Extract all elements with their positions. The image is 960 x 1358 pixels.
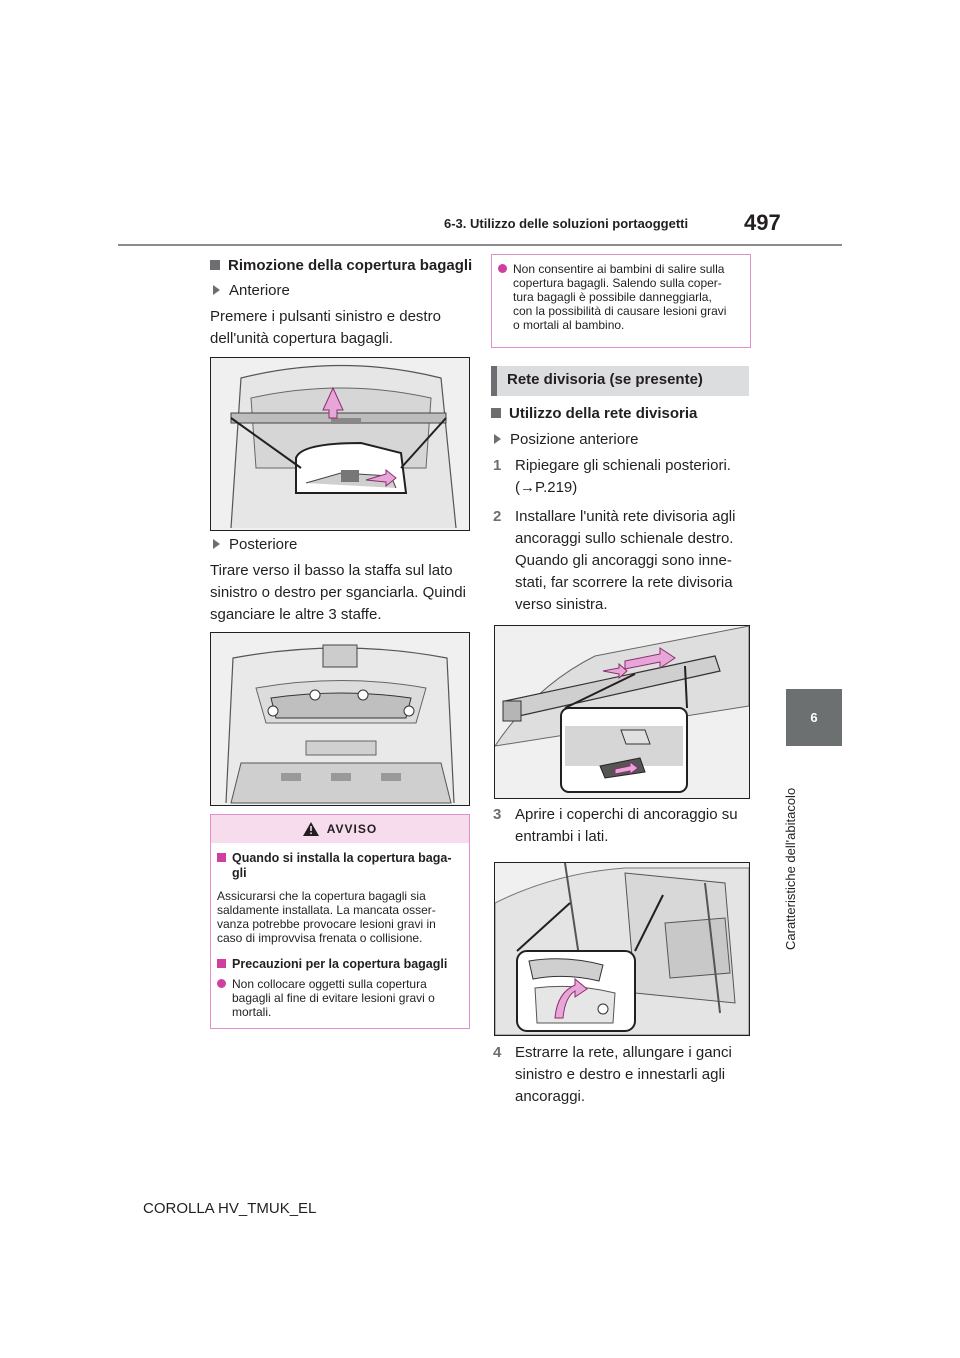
step2-line5: verso sinistra. [515,596,608,613]
step1-line2: (→P.219) [515,479,578,496]
chapter-tab: 6 [786,689,842,746]
footer-model: COROLLA HV_TMUK_EL [143,1200,317,1217]
para-front-1: Premere i pulsanti sinistro e destro [210,308,441,325]
step4-line2: sinistro e destro e innestarli agli [515,1066,726,1083]
step-number: 2 [493,508,502,525]
step-number: 3 [493,806,502,823]
cont-line3: tura bagagli è possibile danneggiarla, [513,290,712,304]
warn-item2-line2: bagagli al fine di evitare lesioni gravi… [232,991,435,1005]
warn-item1-text-2: saldamente installata. La mancata osser- [217,903,436,917]
header-divider [118,244,842,246]
warning-box: AVVISO Quando si installa la copertura b… [210,814,470,1029]
warn-item1-title-1: Quando si installa la copertura baga- [217,851,452,865]
warn-item2-title: Precauzioni per la copertura bagagli [217,957,447,971]
cont-line2: copertura bagagli. Salendo sulla coper- [513,276,722,290]
warn-item2-line1: Non collocare oggetti sulla copertura [217,977,427,991]
step2-line3: Quando gli ancoraggi sono inne- [515,552,732,569]
warn-item1-text-1: Assicurarsi che la copertura bagagli sia [217,889,426,903]
square-bullet-icon [217,853,226,862]
cont-line5: o mortali al bambino. [513,318,625,332]
step3-line2: entrambi i lati. [515,828,609,845]
chapter-title: Caratteristiche dell'abitacolo [783,787,798,950]
sub-front-position: Posizione anteriore [494,429,638,451]
step-number: 1 [493,457,502,474]
chapter-side-label: Caratteristiche dell'abitacolo [783,760,809,950]
warn-item1-text-4: caso di improvvisa frenata o collisione. [217,931,423,945]
figure-open-anchor-covers [494,862,750,1036]
warn-item1-title-2: gli [232,866,247,880]
para-rear-3: sganciare le altre 3 staffe. [210,606,382,623]
triangle-bullet-icon [213,285,220,295]
dot-bullet-icon [217,979,226,988]
heading-use-net: Utilizzo della rete divisoria [491,405,697,422]
page-number: 497 [744,210,781,235]
square-bullet-icon [217,959,226,968]
para-front-2: dell'unità copertura bagagli. [210,330,393,347]
cont-line4: con la possibilità di causare lesioni gr… [513,304,727,318]
step2-line2: ancoraggi sullo schienale destro. [515,530,734,547]
sub-rear: Posteriore [213,534,297,556]
sub-front: Anteriore [213,280,290,302]
figure-install-net [494,625,750,799]
warning-triangle-icon [302,822,319,836]
section-header-title: Rete divisoria (se presente) [507,371,703,388]
warning-title: AVVISO [326,822,378,836]
square-bullet-icon [491,408,501,418]
step2-line4: stati, far scorrere la rete divisoria [515,574,733,591]
figure-rear-brackets [210,632,470,806]
para-rear-2: sinistro o destro per sganciarla. Quindi [210,584,466,601]
warn-item2-line3: mortali. [232,1005,272,1019]
section-header-divider-net: Rete divisoria (se presente) [491,366,749,396]
figure-front-release [210,357,470,531]
heading-remove-cover: Rimozione della copertura bagagli [210,257,472,274]
warning-continuation-box: Non consentire ai bambini di salire sull… [491,254,751,348]
chapter-number: 6 [810,710,818,725]
dot-bullet-icon [498,264,507,273]
warning-header: AVVISO [211,815,469,843]
cont-line1: Non consentire ai bambini di salire sull… [498,262,724,276]
triangle-bullet-icon [213,539,220,549]
step4-line3: ancoraggi. [515,1088,586,1105]
para-rear-1: Tirare verso il basso la staffa sul lato [210,562,453,579]
step-number: 4 [493,1044,502,1061]
section-title: 6-3. Utilizzo delle soluzioni portaogget… [444,216,689,231]
warn-item1-text-3: vanza potrebbe provocare lesioni gravi i… [217,917,436,931]
triangle-bullet-icon [494,434,501,444]
square-bullet-icon [210,260,220,270]
